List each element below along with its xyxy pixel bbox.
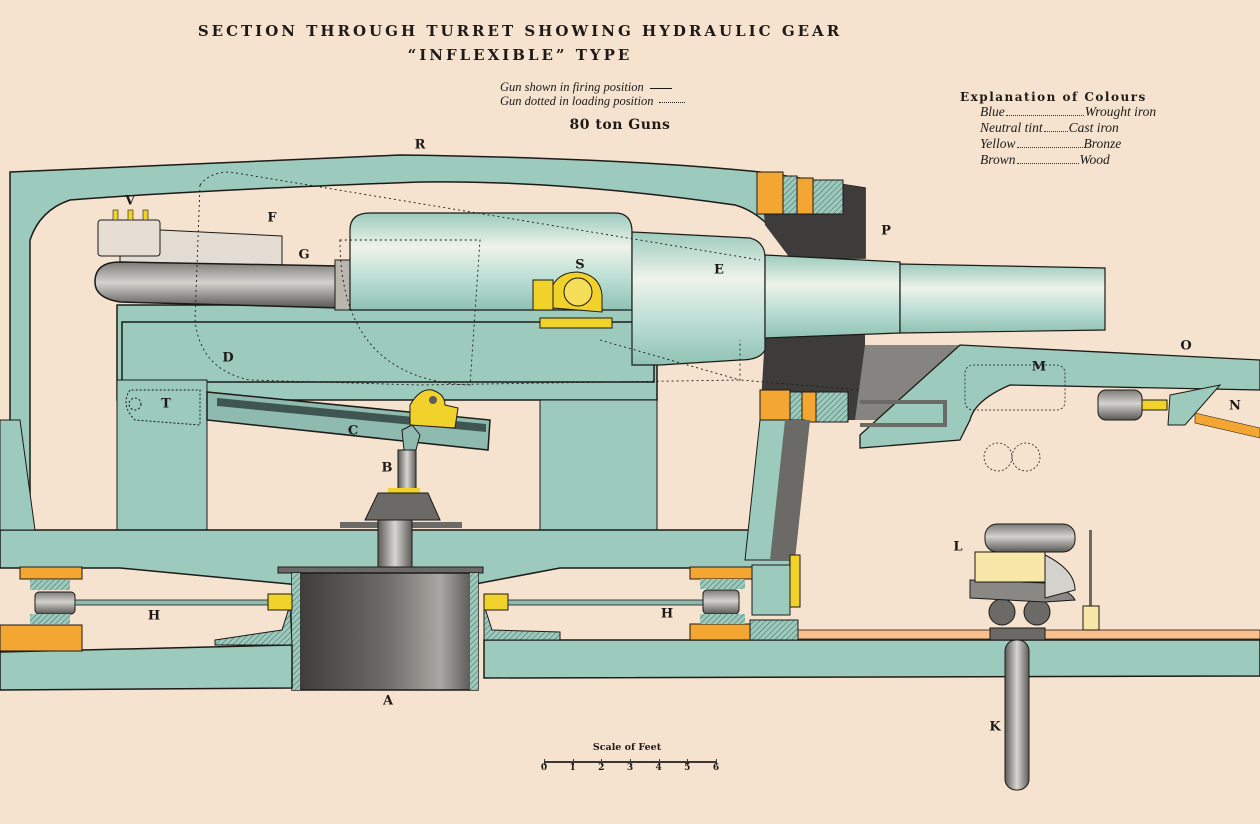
gun-loading-position-outline <box>194 171 861 391</box>
turret-leg <box>744 419 810 641</box>
label-f-reservoir: F <box>267 210 277 226</box>
leader-dots <box>1016 152 1079 164</box>
legend-material: Cast iron <box>1068 120 1119 135</box>
legend-colour: Yellow <box>980 136 1016 151</box>
label-n-rammer: N <box>1229 398 1241 414</box>
scale-tick <box>658 759 660 765</box>
roller-rods <box>30 579 745 624</box>
scale-label: 0 <box>540 763 548 773</box>
scale-title: Scale of Feet <box>592 742 662 753</box>
leader-dots <box>1043 120 1068 132</box>
label-g-recoil-press: G <box>298 247 310 263</box>
solid-line-key <box>649 87 672 89</box>
note-loading-position: Gun dotted in loading position <box>500 94 760 109</box>
label-o-glacis: O <box>1180 338 1192 354</box>
drawing-subtitle-type: “INFLEXIBLE” TYPE <box>407 46 633 64</box>
note-firing-position: Gun shown in firing position <box>500 80 760 95</box>
legend-title: Explanation of Colours <box>960 90 1147 104</box>
legend-colour: Brown <box>980 152 1016 167</box>
bronze-gear <box>532 271 613 329</box>
label-v-valves: V <box>124 193 136 209</box>
scale-label: 4 <box>655 763 662 773</box>
label-e-gun: E <box>714 262 724 278</box>
scale-of-feet: Scale of Feet 0 1 2 3 4 5 6 <box>540 742 720 773</box>
legend-row-neutral-tint: Neutral tint Cast iron <box>980 120 1190 136</box>
label-s-gear: S <box>575 257 585 273</box>
label-h-right-rod: H <box>660 606 674 622</box>
scale-bar: 0 1 2 3 4 5 6 <box>541 755 719 773</box>
dotted-line-key <box>659 101 686 103</box>
colour-legend: Explanation of Colours Blue Wrought iron… <box>960 90 1190 168</box>
central-column <box>277 566 484 691</box>
legend-material: Wood <box>1079 152 1110 167</box>
legend-row-brown: Brown Wood <box>980 152 1190 168</box>
note-firing-text: Gun shown in firing position <box>500 80 644 94</box>
scale-tick <box>572 759 574 765</box>
note-loading-text: Gun dotted in loading position <box>500 94 654 108</box>
scale-label: 3 <box>626 763 634 773</box>
scale-label: 5 <box>684 763 691 773</box>
label-k-hoist: K <box>989 719 1001 735</box>
label-l-trolley: L <box>953 539 963 555</box>
legend-material: Wrought iron <box>1084 104 1157 119</box>
label-b-ram: B <box>381 460 393 476</box>
leader-dots <box>1016 136 1083 148</box>
scale-tick <box>630 759 631 765</box>
fixed-base <box>0 566 1260 691</box>
scale-label: 6 <box>712 763 720 773</box>
legend-row-yellow: Yellow Bronze <box>980 136 1190 152</box>
loading-arm <box>859 344 1260 472</box>
label-a-column: A <box>382 693 394 709</box>
legend-row-blue: Blue Wrought iron <box>980 104 1190 120</box>
scale-tick <box>716 759 717 765</box>
label-m-loading-arm: M <box>1031 359 1047 375</box>
label-r-turret-roof: R <box>414 137 426 153</box>
drawing-title: SECTION THROUGH TURRET SHOWING HYDRAULIC… <box>197 22 843 40</box>
scale-label: 1 <box>569 763 576 773</box>
scale-label: 2 <box>598 763 605 773</box>
port-shield-lower <box>759 335 960 423</box>
label-h-left-rod: H <box>147 608 161 624</box>
label-t-trunnion: T <box>161 396 171 412</box>
label-p-port: P <box>881 223 891 239</box>
legend-colour: Neutral tint <box>980 120 1043 135</box>
scale-tick <box>601 759 603 765</box>
gun-type-heading: 80 ton Guns <box>569 117 671 133</box>
legend-colour: Blue <box>980 104 1005 119</box>
ammunition-hoist <box>969 523 1100 791</box>
label-d-slide: D <box>222 350 234 366</box>
legend-material: Bronze <box>1083 136 1122 151</box>
scale-tick <box>544 759 545 765</box>
label-c-lever: C <box>347 423 359 439</box>
scale-tick <box>687 759 689 765</box>
leader-dots <box>1005 104 1084 116</box>
turret-shell <box>9 154 866 531</box>
